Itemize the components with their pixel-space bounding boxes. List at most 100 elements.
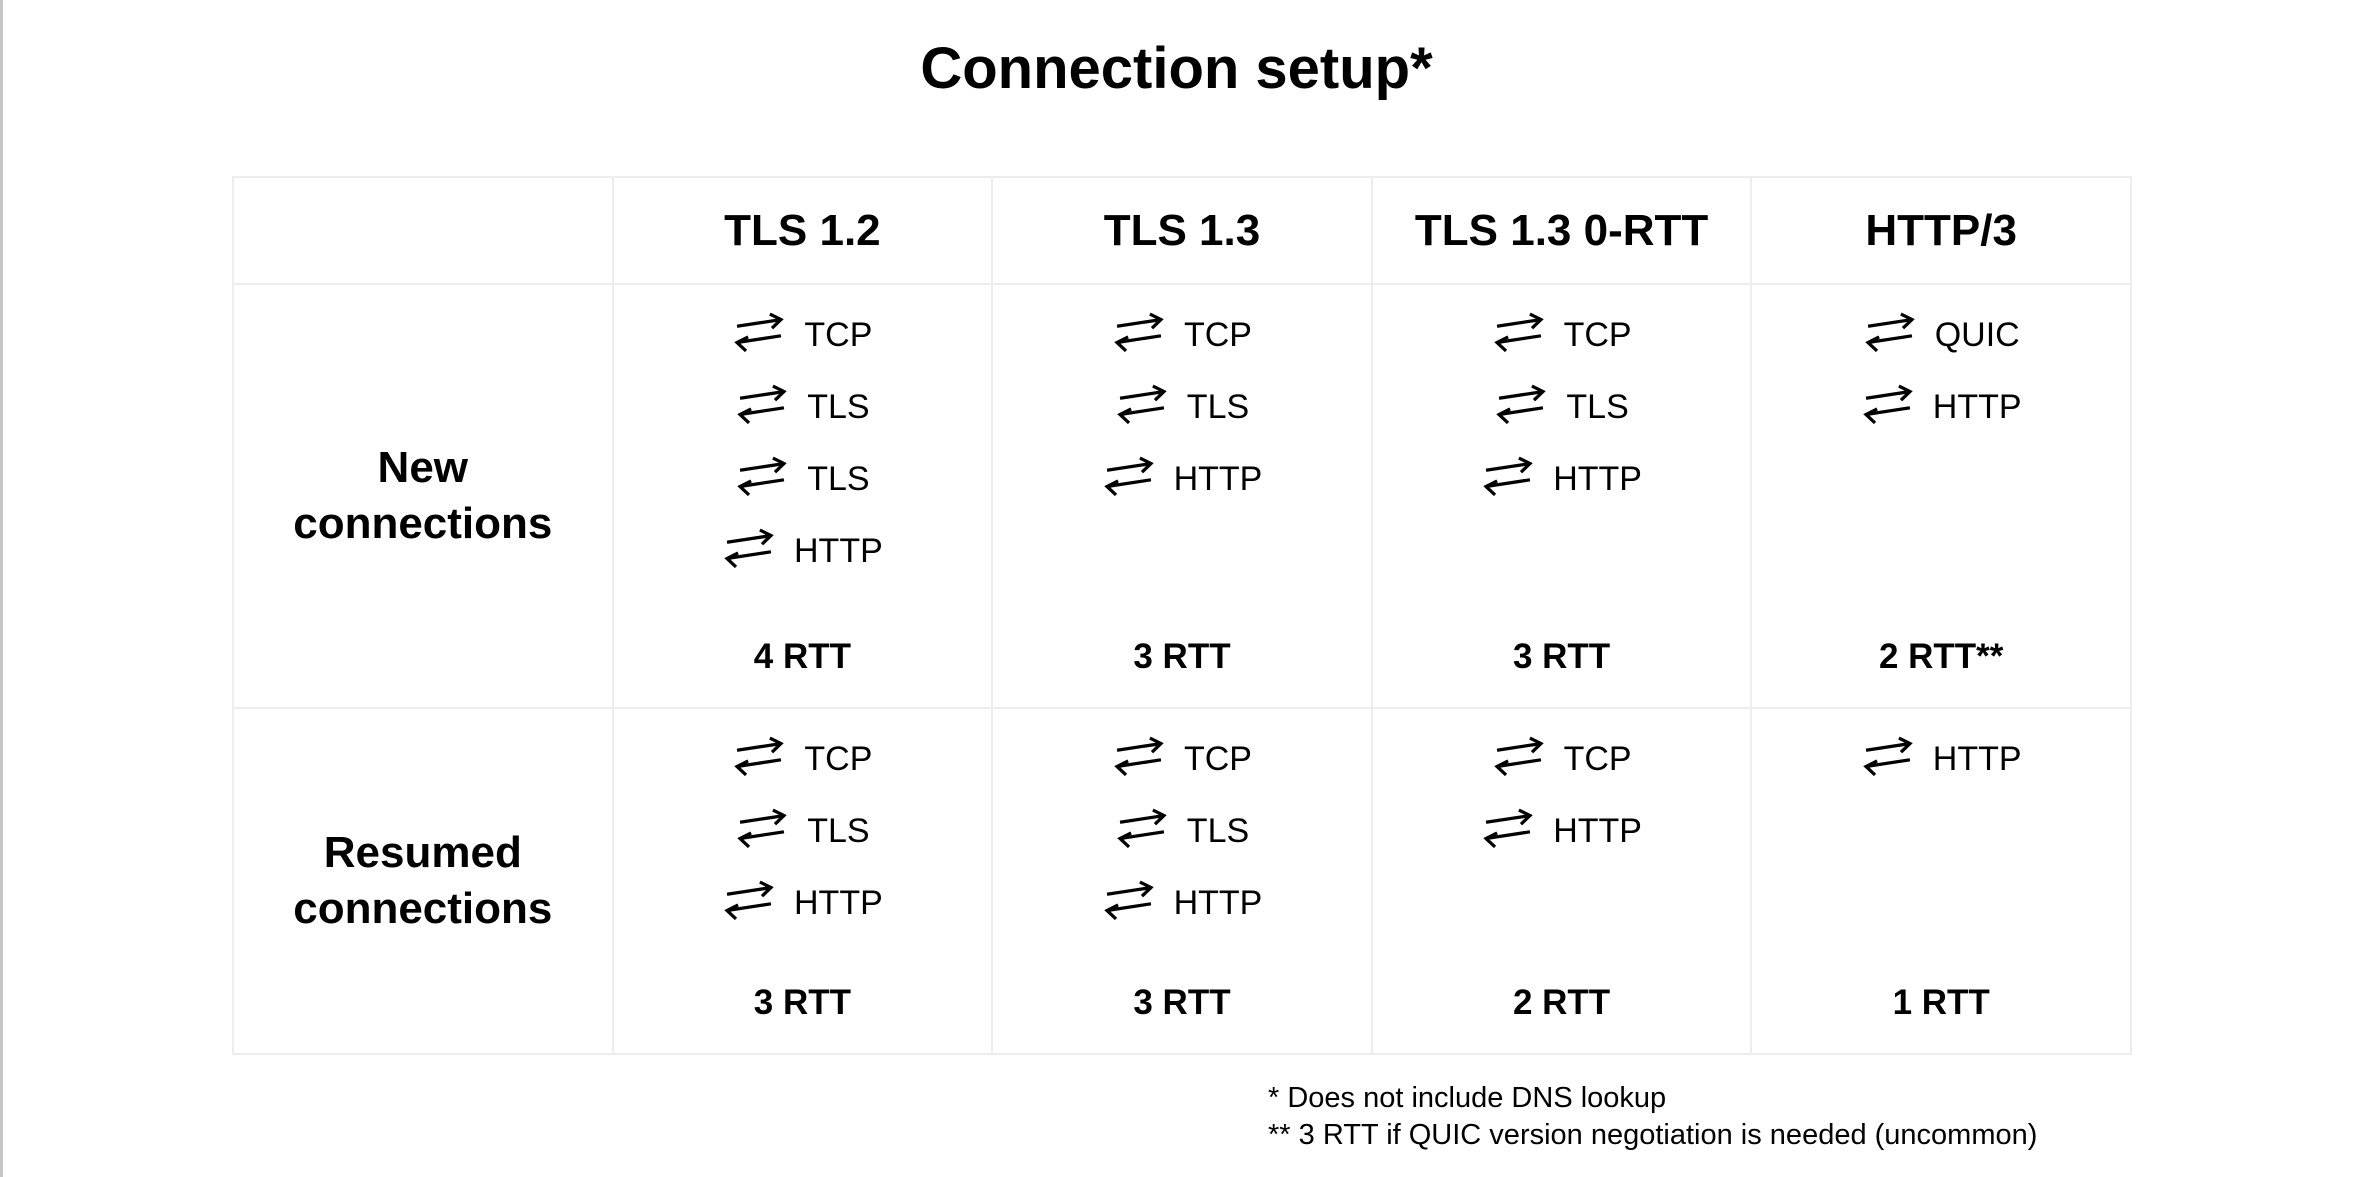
cell-new-tls12: TCP TLS TLS HTTP 4 RTT xyxy=(611,283,994,709)
row-label-new-connections: New connections xyxy=(293,443,553,548)
handshake-steps: TCP HTTP xyxy=(1373,709,1751,850)
rtt-total: 4 RTT xyxy=(753,637,851,676)
round-trip-arrows-icon xyxy=(724,880,774,921)
handshake-step: HTTP xyxy=(722,527,883,570)
handshake-steps: TCP TLS HTTP xyxy=(993,709,1371,922)
handshake-step: HTTP xyxy=(1481,807,1642,850)
handshake-steps: QUIC HTTP xyxy=(1752,285,2130,426)
protocol-label: TCP xyxy=(804,739,873,778)
round-trip-arrows-icon xyxy=(1493,312,1544,353)
connection-setup-table: TLS 1.2 TLS 1.3 TLS 1.3 0-RTT HTTP/3 New… xyxy=(232,176,2132,1055)
protocol-label: HTTP xyxy=(1932,387,2022,426)
footnote-quic-negotiation: ** 3 RTT if QUIC version negotiation is … xyxy=(1268,1119,2038,1151)
round-trip-arrows-icon xyxy=(1483,808,1533,849)
slide-title: Connection setup* xyxy=(920,36,1433,101)
rtt-total: 3 RTT xyxy=(753,983,851,1022)
protocol-label: HTTP xyxy=(794,531,883,570)
handshake-step: HTTP xyxy=(1102,455,1263,498)
handshake-steps: TCP TLS HTTP xyxy=(1373,285,1751,498)
handshake-step: TCP xyxy=(732,311,873,354)
cell-new-http3: QUIC HTTP 2 RTT** xyxy=(1750,283,2132,709)
protocol-label: HTTP xyxy=(1553,459,1642,498)
protocol-label: HTTP xyxy=(794,883,883,922)
protocol-label: TCP xyxy=(1563,315,1632,354)
handshake-step: TCP xyxy=(1112,735,1252,778)
round-trip-arrows-icon xyxy=(1117,384,1167,425)
round-trip-arrows-icon xyxy=(737,456,787,497)
round-trip-arrows-icon xyxy=(1493,736,1544,777)
handshake-steps: TCP TLS TLS HTTP xyxy=(614,285,992,570)
column-header-tls12: TLS 1.2 xyxy=(611,176,994,285)
handshake-step: TLS xyxy=(735,383,870,426)
cell-resumed-tls13-0rtt: TCP HTTP 2 RTT xyxy=(1370,707,1753,1055)
protocol-label: TLS xyxy=(807,459,870,498)
cell-resumed-tls12: TCP TLS HTTP 3 RTT xyxy=(611,707,994,1055)
round-trip-arrows-icon xyxy=(1114,736,1164,777)
header-row: TLS 1.2 TLS 1.3 TLS 1.3 0-RTT HTTP/3 xyxy=(232,176,2132,285)
footnotes: * Does not include DNS lookup ** 3 RTT i… xyxy=(1268,1080,2037,1154)
handshake-step: HTTP xyxy=(1102,879,1263,922)
protocol-label: HTTP xyxy=(1173,883,1263,922)
round-trip-arrows-icon xyxy=(1863,384,1913,425)
round-trip-arrows-icon xyxy=(1863,736,1913,777)
protocol-label: TCP xyxy=(1183,315,1252,354)
round-trip-arrows-icon xyxy=(1864,312,1915,353)
row-label-cell-resumed: Resumed connections xyxy=(232,707,614,1055)
round-trip-arrows-icon xyxy=(737,384,787,425)
table-row-new-connections: New connections TCP TLS TLS HTTP xyxy=(232,283,2132,709)
protocol-label: TLS xyxy=(1566,387,1629,426)
protocol-label: HTTP xyxy=(1553,811,1642,850)
rtt-total: 3 RTT xyxy=(1512,637,1611,676)
round-trip-arrows-icon xyxy=(1114,312,1164,353)
rtt-total: 3 RTT xyxy=(1133,983,1231,1022)
handshake-step: HTTP xyxy=(1861,383,2022,426)
rtt-total: 3 RTT xyxy=(1133,637,1231,676)
handshake-step: TCP xyxy=(1112,311,1252,354)
rtt-total: 2 RTT** xyxy=(1878,637,2004,676)
cell-resumed-http3: HTTP 1 RTT xyxy=(1750,707,2132,1055)
handshake-step: TCP xyxy=(732,735,873,778)
cell-new-tls13-0rtt: TCP TLS HTTP 3 RTT xyxy=(1370,283,1753,709)
table-row-resumed-connections: Resumed connections TCP TLS HTTP 3 RTT xyxy=(232,707,2132,1055)
round-trip-arrows-icon xyxy=(1103,456,1154,497)
protocol-label: TLS xyxy=(807,387,870,426)
handshake-step: TLS xyxy=(735,455,870,498)
protocol-label: TLS xyxy=(1186,811,1250,850)
protocol-label: TLS xyxy=(1186,387,1250,426)
handshake-step: TLS xyxy=(1494,383,1629,426)
round-trip-arrows-icon xyxy=(734,312,785,353)
handshake-step: HTTP xyxy=(722,879,883,922)
page-edge-line xyxy=(0,0,3,1177)
corner-cell xyxy=(232,176,614,285)
rtt-total: 2 RTT xyxy=(1512,983,1611,1022)
row-label-resumed-connections: Resumed connections xyxy=(293,828,553,933)
rtt-total: 1 RTT xyxy=(1892,983,1990,1022)
round-trip-arrows-icon xyxy=(724,528,774,569)
round-trip-arrows-icon xyxy=(1117,808,1167,849)
protocol-label: HTTP xyxy=(1932,739,2022,778)
protocol-label: TLS xyxy=(807,811,870,850)
column-header-tls13: TLS 1.3 xyxy=(991,176,1373,285)
round-trip-arrows-icon xyxy=(1496,384,1547,425)
handshake-step: HTTP xyxy=(1861,735,2022,778)
handshake-steps: TCP TLS HTTP xyxy=(614,709,992,922)
handshake-step: TCP xyxy=(1492,735,1632,778)
protocol-label: HTTP xyxy=(1173,459,1263,498)
handshake-steps: TCP TLS HTTP xyxy=(993,285,1371,498)
handshake-step: TLS xyxy=(735,807,870,850)
footnote-dns: * Does not include DNS lookup xyxy=(1268,1082,1667,1114)
round-trip-arrows-icon xyxy=(737,808,787,849)
round-trip-arrows-icon xyxy=(734,736,785,777)
handshake-step: HTTP xyxy=(1481,455,1642,498)
handshake-step: TCP xyxy=(1492,311,1632,354)
protocol-label: TCP xyxy=(1183,739,1252,778)
protocol-label: TCP xyxy=(804,315,873,354)
handshake-steps: HTTP xyxy=(1752,709,2130,778)
handshake-step: TLS xyxy=(1115,383,1250,426)
row-label-cell-new: New connections xyxy=(232,283,614,709)
handshake-step: TLS xyxy=(1115,807,1250,850)
cell-new-tls13: TCP TLS HTTP 3 RTT xyxy=(991,283,1373,709)
protocol-label: TCP xyxy=(1563,739,1632,778)
protocol-label: QUIC xyxy=(1934,315,2020,354)
column-header-tls13-0rtt: TLS 1.3 0-RTT xyxy=(1370,176,1753,285)
